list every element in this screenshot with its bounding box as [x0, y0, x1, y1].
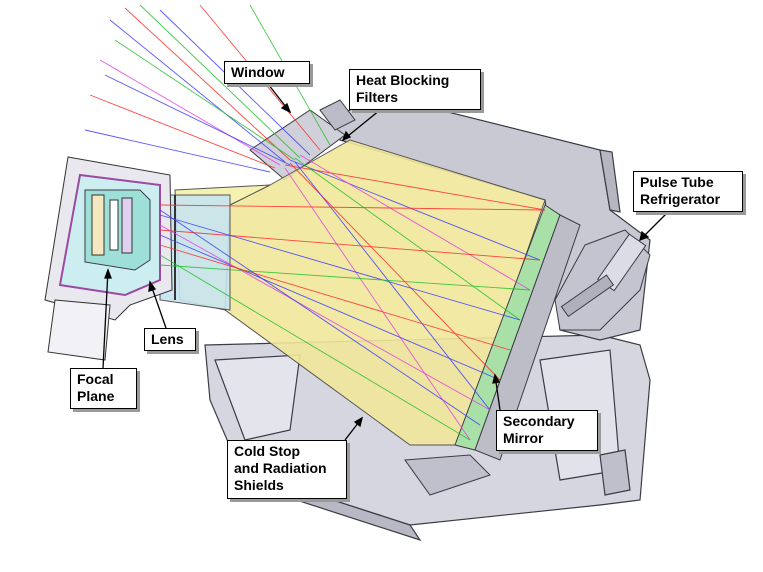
callout-pulse-tube-refrigerator: Pulse Tube Refrigerator [633, 171, 743, 212]
callout-focal-plane: Focal Plane [70, 368, 137, 409]
optical-rays [84, 4, 546, 441]
callout-window: Window [224, 61, 310, 84]
pulse-tube-refrigerator [554, 229, 651, 331]
window-mount [249, 99, 356, 181]
callout-secondary-mirror: Secondary Mirror [496, 410, 598, 451]
focal-plane-housing [44, 156, 173, 361]
callout-lens: Lens [144, 328, 196, 351]
secondary-mirror [404, 204, 581, 496]
callout-heat-blocking-filters: Heat Blocking Filters [349, 69, 481, 110]
callout-cold-stop-radiation-shields: Cold Stop and Radiation Shields [227, 440, 347, 499]
callout-leaders [102, 83, 669, 441]
